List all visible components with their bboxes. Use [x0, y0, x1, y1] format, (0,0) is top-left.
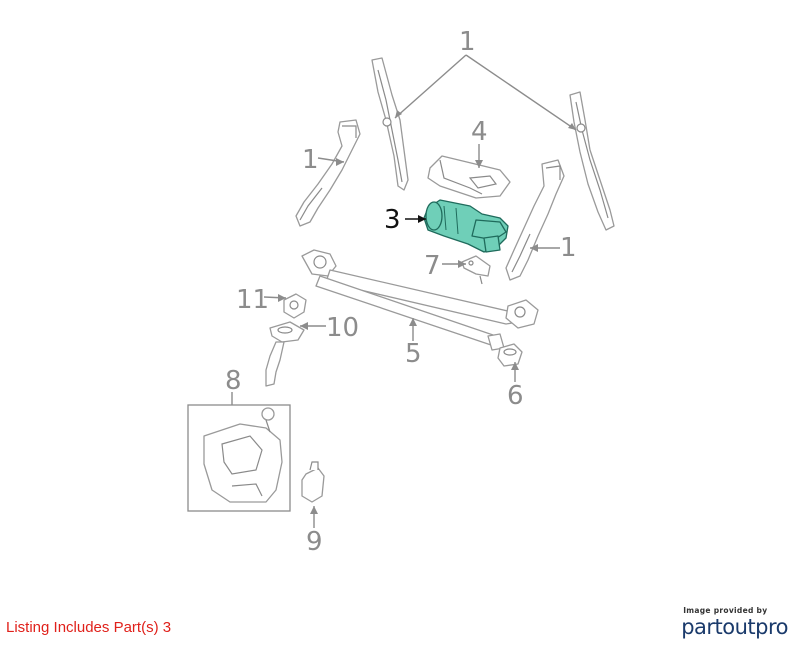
callout-3[interactable]: 3 — [384, 205, 401, 235]
callout-2: 1 — [459, 27, 476, 57]
brand-logo: partoutpro — [681, 615, 788, 639]
part-7-bracket — [461, 255, 491, 285]
callout-5: 5 — [405, 339, 422, 369]
callout-9: 9 — [306, 527, 323, 557]
listing-note: Listing Includes Part(s) 3 — [6, 619, 172, 636]
part-8-washer-reservoir — [187, 404, 291, 512]
callout-7: 7 — [424, 251, 441, 281]
callout-10: 10 — [326, 313, 359, 343]
part-2-wiper-blade-right — [569, 91, 615, 231]
callout-1-left: 1 — [302, 145, 319, 175]
credit-caption: Image provided by — [683, 606, 768, 615]
part-2-wiper-blade-left — [371, 57, 409, 191]
part-5-wiper-linkage — [301, 249, 539, 351]
image-credit: Image provided by partoutpro — [681, 606, 788, 639]
callout-1-right: 1 — [560, 233, 577, 263]
part-1-wiper-arm-left — [295, 119, 361, 227]
part-1-wiper-arm-right — [505, 159, 565, 281]
part-10-washer-nozzle — [265, 321, 305, 387]
callout-8: 8 — [225, 366, 242, 396]
callout-4: 4 — [471, 117, 488, 147]
arrow-head-3 — [418, 215, 426, 223]
callout-6: 6 — [507, 381, 524, 411]
arrow-heads — [278, 110, 576, 514]
part-11-clip — [283, 293, 307, 319]
part-4-motor-cover — [427, 155, 511, 199]
part-3-wiper-motor[interactable] — [423, 199, 509, 253]
callout-11: 11 — [236, 285, 269, 315]
part-6-grommet — [497, 343, 523, 367]
part-9-washer-pump — [301, 461, 325, 503]
